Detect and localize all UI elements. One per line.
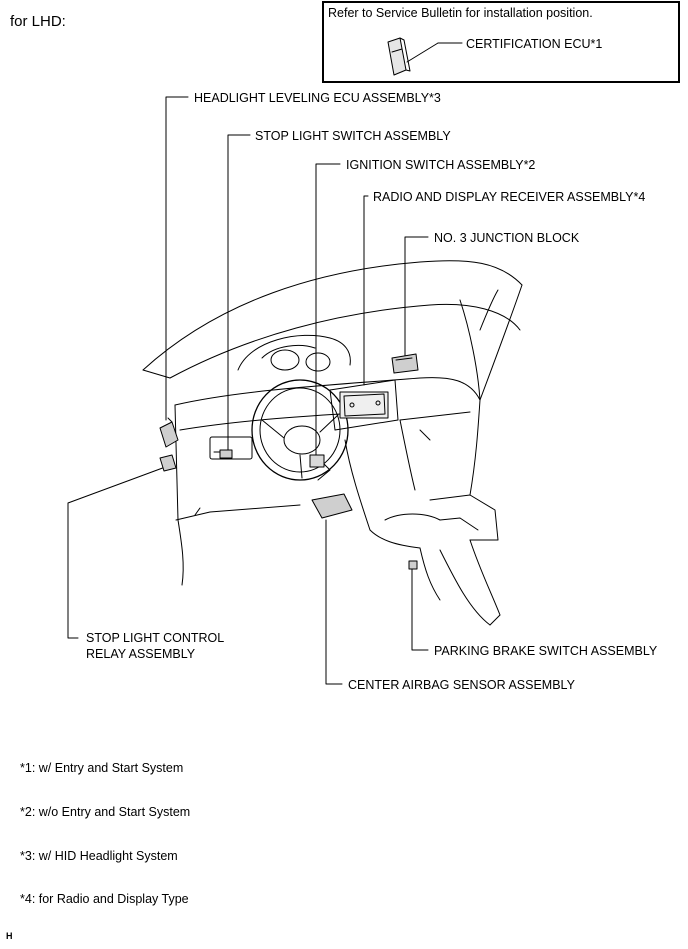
parking-brake-switch-part (408, 560, 418, 570)
stop-light-switch-part (219, 449, 233, 459)
certification-ecu-inset (322, 1, 680, 83)
inset-note: Refer to Service Bulletin for installati… (328, 6, 593, 20)
headlight-leveling-ecu-label: HEADLIGHT LEVELING ECU ASSEMBLY*3 (194, 91, 441, 105)
center-airbag-sensor-label: CENTER AIRBAG SENSOR ASSEMBLY (348, 678, 575, 692)
stop-light-switch-label: STOP LIGHT SWITCH ASSEMBLY (255, 129, 451, 143)
certification-ecu-label: CERTIFICATION ECU*1 (466, 37, 603, 51)
headlight-leveling-ecu-part (159, 421, 179, 448)
junction-block-label: NO. 3 JUNCTION BLOCK (434, 231, 580, 245)
footnote-2: *2: w/o Entry and Start System (20, 805, 191, 819)
radio-display-receiver-label: RADIO AND DISPLAY RECEIVER ASSEMBLY*4 (373, 190, 646, 204)
center-airbag-sensor-part (311, 493, 353, 519)
ignition-switch-label: IGNITION SWITCH ASSEMBLY*2 (346, 158, 536, 172)
parking-brake-switch-label: PARKING BRAKE SWITCH ASSEMBLY (434, 644, 658, 658)
figure-marker: H (6, 931, 13, 941)
footnote-1: *1: w/ Entry and Start System (20, 761, 184, 775)
stop-light-relay-part (159, 454, 177, 472)
junction-block-part (391, 353, 419, 374)
certification-ecu-part (387, 37, 463, 76)
dashboard-outline (142, 260, 523, 626)
footnote-4: *4: for Radio and Display Type (20, 892, 189, 906)
leader-lines (67, 96, 429, 685)
stop-light-relay-label-line1: STOP LIGHT CONTROL (86, 631, 225, 645)
components (159, 353, 419, 570)
variant-title: for LHD: (10, 13, 66, 30)
footnote-3: *3: w/ HID Headlight System (20, 849, 178, 863)
stop-light-relay-label-line2: RELAY ASSEMBLY (86, 647, 196, 661)
